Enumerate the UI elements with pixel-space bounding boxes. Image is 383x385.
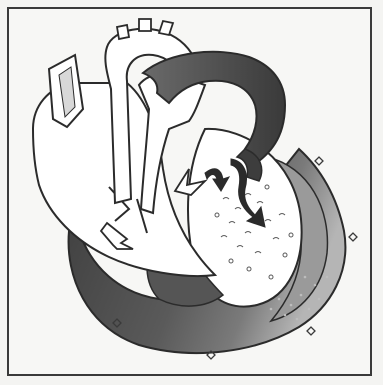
- figure-frame: [7, 7, 372, 376]
- heart-diagram: [9, 9, 370, 374]
